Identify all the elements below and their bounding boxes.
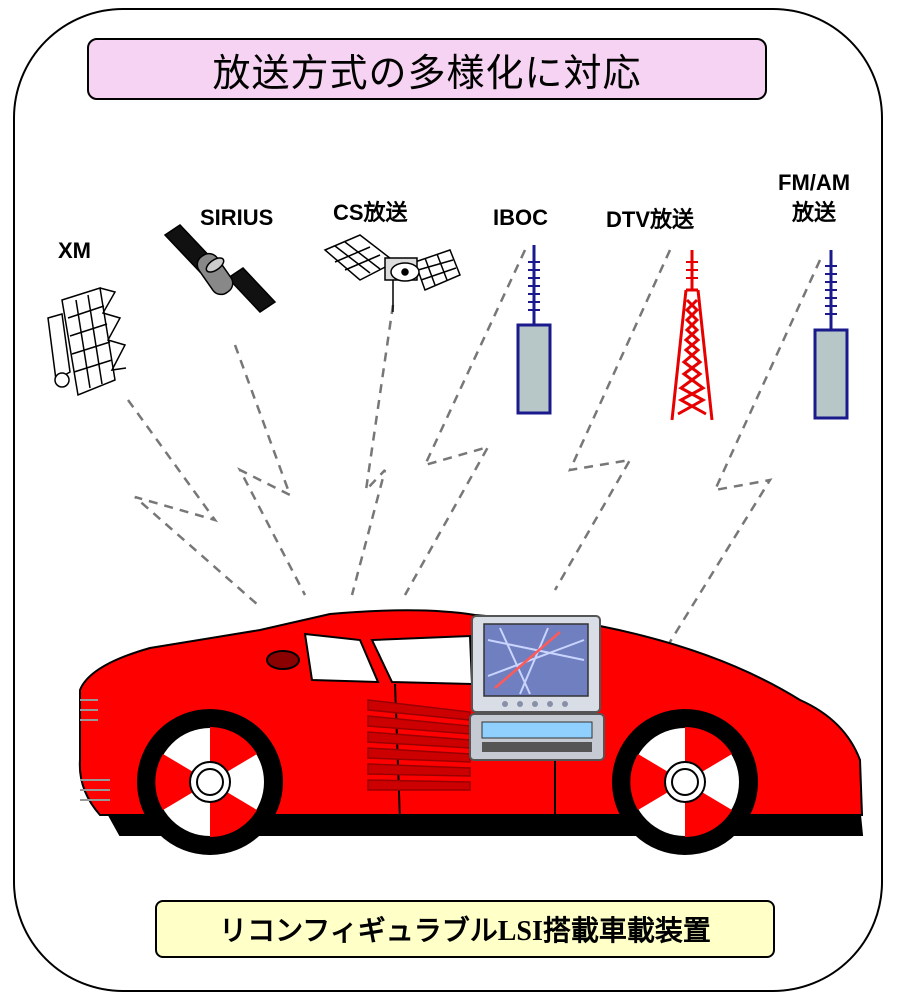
title-box: 放送方式の多様化に対応 (87, 38, 767, 100)
car-icon (78, 609, 864, 855)
signal-line-sirius (233, 344, 307, 596)
label-cs: CS放送 (333, 200, 408, 225)
signal-line-dtv (553, 249, 672, 591)
caption-text: リコンフィギュラブルLSI搭載車載装置 (219, 916, 711, 947)
label-xm: XM (58, 238, 91, 263)
navigation-unit-icon (469, 615, 605, 761)
tower-dtv-icon (670, 250, 714, 421)
label-fmam-line2: 放送 (792, 200, 837, 225)
signal-line-cs (350, 304, 395, 596)
satellite-cs-icon (323, 234, 461, 312)
label-sirius: SIRIUS (200, 205, 274, 230)
antenna-fmam-icon (813, 250, 849, 420)
label-iboc: IBOC (493, 205, 548, 230)
signal-line-xm (126, 399, 259, 606)
antenna-iboc-icon (516, 245, 552, 415)
label-fmam: FM/AM 放送 (778, 168, 850, 228)
signal-line-iboc (403, 249, 527, 596)
satellite-sirius-icon (163, 224, 277, 313)
car-front-wheel (137, 709, 283, 855)
signal-lines (126, 249, 822, 651)
signal-line-fmam (663, 259, 822, 651)
label-fmam-line1: FM/AM (778, 170, 851, 195)
diagram-frame (13, 8, 883, 992)
label-dtv: DTV放送 (606, 207, 695, 232)
caption-box: リコンフィギュラブルLSI搭載車載装置 (155, 900, 775, 958)
page-title: 放送方式の多様化に対応 (212, 50, 642, 95)
satellite-xm-icon (47, 287, 127, 397)
car-rear-wheel (612, 709, 758, 855)
